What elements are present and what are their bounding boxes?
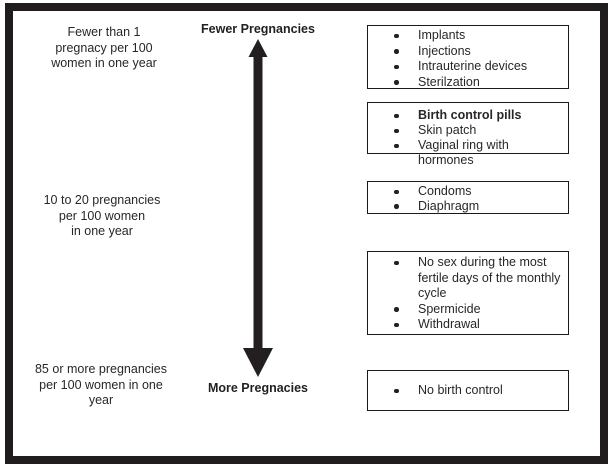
- list-item: Intrauterine devices: [368, 59, 568, 75]
- list-item: No sex during the most fertile days of t…: [368, 255, 568, 302]
- method-list: No birth control: [368, 383, 568, 399]
- method-list: Condoms Diaphragm: [368, 184, 568, 213]
- method-box-barrier: Condoms Diaphragm: [367, 181, 569, 214]
- list-item: Condoms: [368, 184, 568, 199]
- list-item: Diaphragm: [368, 199, 568, 214]
- method-box-most-effective: Implants Injections Intrauterine devices…: [367, 25, 569, 89]
- list-item: Birth control pills: [368, 108, 568, 123]
- list-item: Injections: [368, 44, 568, 60]
- method-list: No sex during the most fertile days of t…: [368, 255, 568, 333]
- list-item: Sterilzation: [368, 75, 568, 91]
- arrow-top-label: Fewer Pregnancies: [201, 22, 315, 36]
- rate-label-10-to-20: 10 to 20 pregnancies per 100 women in on…: [43, 193, 161, 238]
- method-box-none: No birth control: [367, 370, 569, 411]
- method-list: Birth control pills Skin patch Vaginal r…: [368, 108, 568, 168]
- double-arrow-icon: [243, 39, 273, 377]
- rate-label-fewer-than-1: Fewer than 1 pregnacy per 100 women in o…: [51, 25, 157, 70]
- method-box-behavioral: No sex during the most fertile days of t…: [367, 251, 569, 335]
- list-item: Implants: [368, 28, 568, 44]
- list-item: Withdrawal: [368, 317, 568, 333]
- list-item: Vaginal ring with hormones: [368, 138, 568, 168]
- list-item: No birth control: [368, 383, 568, 399]
- arrow-bottom-label: More Pregnacies: [207, 381, 309, 395]
- method-list: Implants Injections Intrauterine devices…: [368, 28, 568, 90]
- list-item: Skin patch: [368, 123, 568, 138]
- list-item: Spermicide: [368, 302, 568, 318]
- method-box-hormonal: Birth control pills Skin patch Vaginal r…: [367, 102, 569, 167]
- rate-label-85-or-more: 85 or more pregnancies per 100 women in …: [34, 362, 168, 407]
